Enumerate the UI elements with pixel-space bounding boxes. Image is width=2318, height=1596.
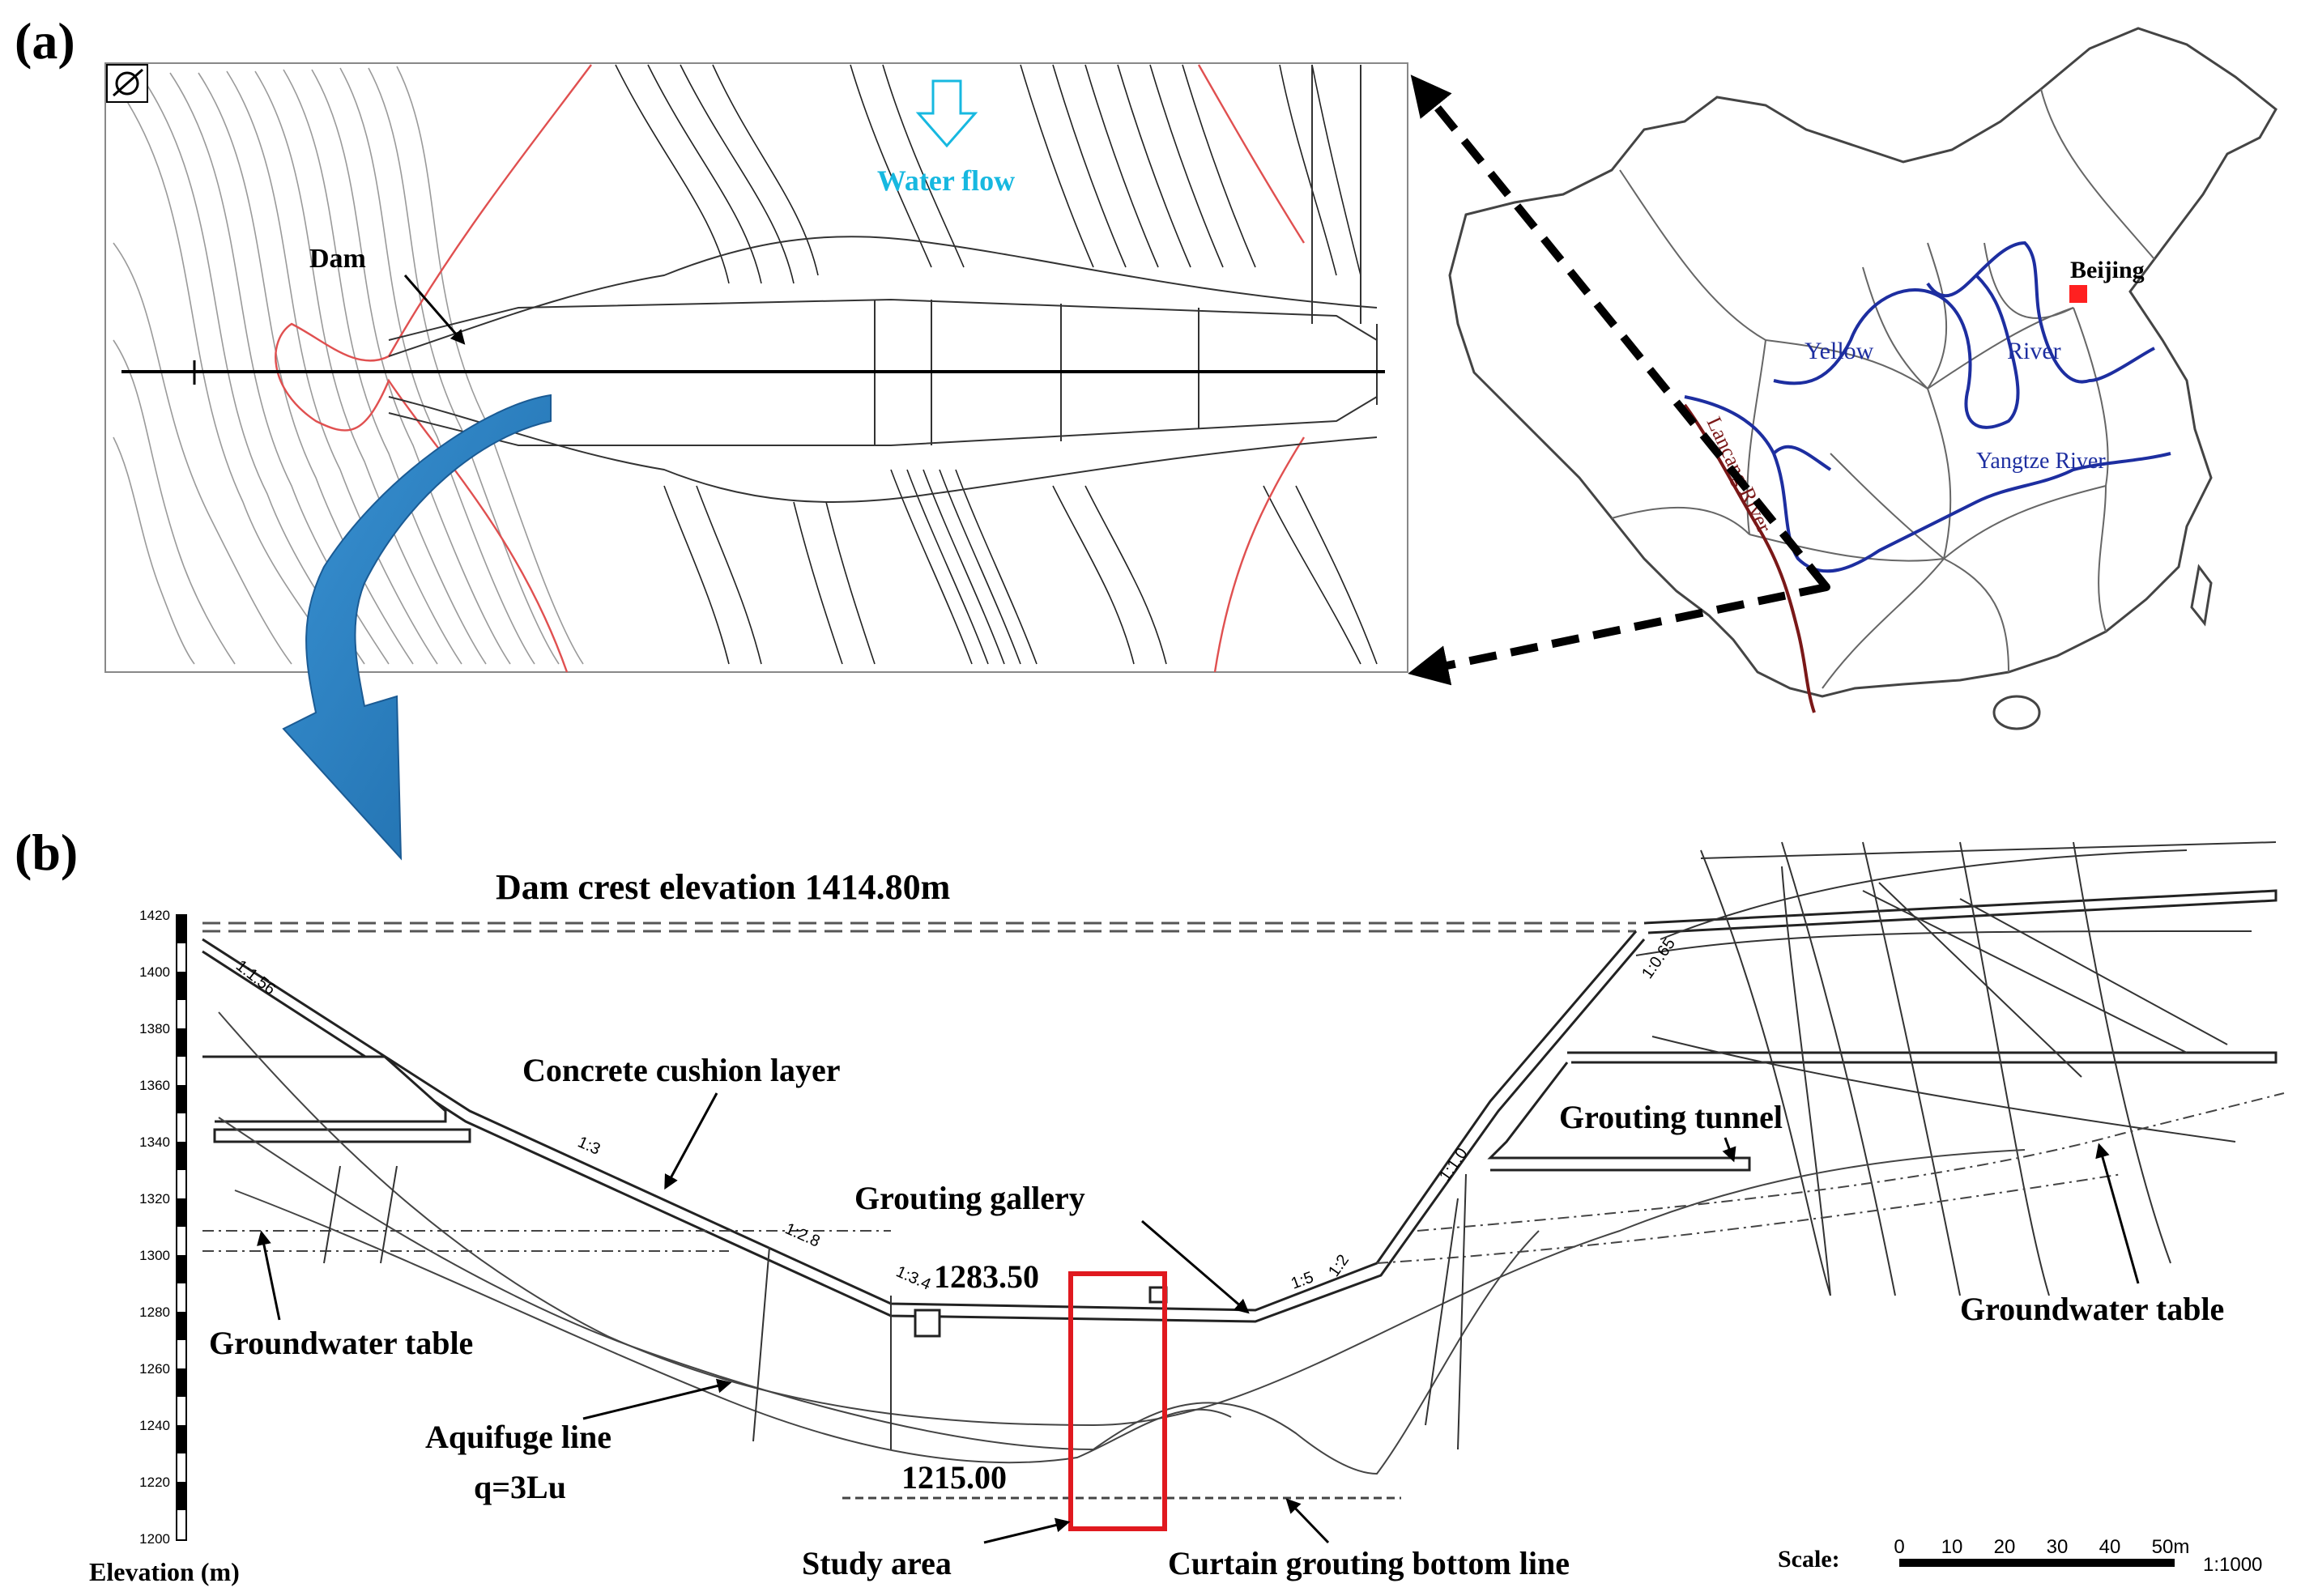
china-map: Beijing Yellow River Yangtze River Lanca…	[1448, 27, 2278, 730]
scale-label: Scale:	[1778, 1546, 1840, 1573]
beijing-marker-icon	[2069, 285, 2087, 303]
yellow-label: Yellow	[1805, 338, 1874, 364]
concrete-pointer-arrow	[664, 1092, 718, 1190]
slope-1-0.65: 1:0.65	[1638, 935, 1679, 982]
elev-tick-1300: 1300	[139, 1248, 170, 1263]
scale-tick-20: 20	[1994, 1536, 2016, 1558]
yangtze-label: Yangtze River	[1976, 449, 2106, 474]
connector-arrow-bottom	[1408, 583, 1828, 686]
scale-tick-0: 0	[1894, 1536, 1904, 1558]
scale-tick-50: 50m	[2152, 1536, 2190, 1558]
plan-contours-right	[615, 64, 1361, 284]
groundwater-label-right: Groundwater table	[1960, 1291, 2224, 1327]
aquifuge-label-line2: q=3Lu	[474, 1469, 566, 1505]
gallery-pointer-arrow	[1141, 1219, 1250, 1314]
elev-tick-1420: 1420	[139, 908, 170, 923]
slope-1-1.56: 1:1.56	[232, 957, 279, 999]
dam-label: Dam	[309, 244, 366, 274]
panel-a-label: (a)	[15, 12, 75, 70]
hainan-island	[1992, 695, 2041, 730]
yellow-river	[1773, 240, 2155, 429]
groundwater-lines	[202, 1092, 2285, 1264]
elevation-tick-labels: 1420 1400 1380 1360 1340 1320 1300 1280 …	[139, 908, 170, 1547]
yangtze-river	[1684, 395, 2171, 573]
north-icon	[106, 64, 148, 103]
water-flow-arrow-icon	[915, 79, 978, 148]
study-area-label: Study area	[802, 1545, 952, 1581]
elev-tick-1340: 1340	[139, 1134, 170, 1150]
gw-right-pointer-arrow	[2095, 1143, 2140, 1284]
gw-left-pointer-arrow	[257, 1230, 281, 1321]
plan-contours-bottom	[663, 469, 1378, 665]
elev-tick-1200: 1200	[139, 1531, 170, 1547]
scale-tick-10: 10	[1941, 1536, 1963, 1558]
gallery-elevation-label: 1283.50	[934, 1258, 1039, 1295]
groundwater-label-left: Groundwater table	[209, 1325, 473, 1361]
crest-label: Dam crest elevation 1414.80m	[496, 867, 950, 907]
elev-tick-1320: 1320	[139, 1191, 170, 1207]
panel-b-label: (b)	[15, 824, 79, 881]
elevation-axis	[176, 914, 187, 1541]
plan-contours-left	[113, 66, 584, 665]
beijing-label: Beijing	[2070, 257, 2145, 283]
slope-labels: 1:1.56 1:3 1:2.8 1:3.4 1:5 1:2 1:1.0 1:0…	[232, 935, 1679, 1294]
section-view: 1420 1400 1380 1360 1340 1320 1300 1280 …	[89, 841, 2285, 1586]
aquifuge-label-line1: Aquifuge line	[425, 1419, 611, 1455]
river-label: River	[2007, 338, 2061, 364]
grout-holes	[323, 1165, 1467, 1450]
right-rock-lines	[1635, 841, 2277, 1296]
curtain-bottom-label: Curtain grouting bottom line	[1168, 1545, 1570, 1581]
curtain-pointer-arrow	[1285, 1498, 1330, 1544]
elev-tick-1260: 1260	[139, 1361, 170, 1377]
elev-tick-1400: 1400	[139, 964, 170, 980]
taiwan-island	[2190, 564, 2213, 627]
china-outline	[1448, 27, 2278, 698]
elev-tick-1380: 1380	[139, 1021, 170, 1036]
aquifuge-curves	[218, 1011, 2026, 1475]
scale-tick-30: 30	[2047, 1536, 2069, 1558]
scale-tick-40: 40	[2099, 1536, 2121, 1558]
water-flow-label: Water flow	[877, 164, 1015, 197]
elev-tick-1280: 1280	[139, 1304, 170, 1320]
right-galleries	[1487, 889, 2278, 1172]
bottom-elevation-label: 1215.00	[901, 1459, 1007, 1496]
plan-view: Water flow Dam	[104, 62, 1408, 673]
slope-1-2: 1:2	[1325, 1251, 1353, 1279]
grouting-gallery-label: Grouting gallery	[854, 1180, 1085, 1216]
elev-tick-1220: 1220	[139, 1475, 170, 1490]
scale-bar: Scale: 0 10 20 30 40 50m 1:1000	[1778, 1536, 2262, 1576]
study-area-box	[1068, 1271, 1167, 1531]
concrete-cushion-label: Concrete cushion layer	[522, 1052, 841, 1088]
slope-1-3.4: 1:3.4	[893, 1262, 934, 1293]
tunnel-pointer-arrow	[1722, 1137, 1736, 1163]
valley-profile	[202, 930, 1646, 1323]
slope-1-3: 1:3	[575, 1133, 603, 1158]
aquifuge-pointer-arrow	[582, 1378, 732, 1420]
dam-pointer-arrow	[403, 275, 466, 345]
scale-ratio: 1:1000	[2203, 1554, 2262, 1576]
study-area-pointer-arrow	[983, 1517, 1071, 1544]
slope-1-2.8: 1:2.8	[782, 1219, 823, 1250]
elev-tick-1240: 1240	[139, 1418, 170, 1433]
section-link-arrow-icon	[282, 394, 552, 861]
grouting-tunnel-label: Grouting tunnel	[1559, 1099, 1783, 1135]
elev-tick-1360: 1360	[139, 1078, 170, 1093]
elevation-axis-label: Elevation (m)	[89, 1557, 240, 1586]
connector-arrow-top	[1410, 74, 1830, 590]
province-borders	[1611, 88, 2155, 689]
